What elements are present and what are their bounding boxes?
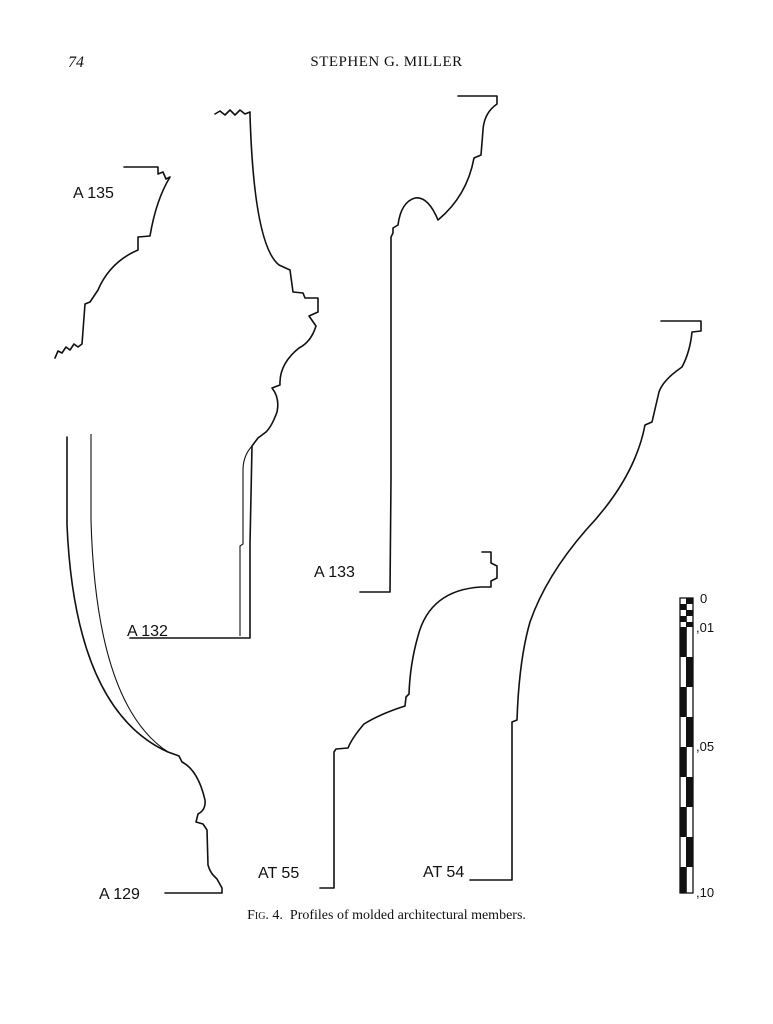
profile-a132-inner [239, 445, 253, 636]
profile-a132 [129, 109, 319, 639]
scale-sub-4 [680, 616, 686, 622]
profile-at54 [469, 320, 702, 881]
scale-seg-6 [686, 777, 693, 807]
scale-label-10: ,10 [696, 885, 714, 900]
label-at54: AT 54 [423, 864, 464, 881]
scale-bar: 0 ,01 ,05 ,10 [679, 591, 714, 900]
scale-seg-3 [680, 687, 686, 717]
label-a133: A 133 [314, 564, 355, 581]
scale-label-01: ,01 [696, 620, 714, 635]
scale-seg-7 [680, 807, 686, 837]
scale-sub-3 [686, 610, 693, 616]
scale-sub-1 [686, 598, 693, 604]
profile-a135 [54, 166, 171, 359]
label-a132: A 132 [127, 623, 168, 640]
label-at55: AT 55 [258, 865, 299, 882]
profile-a129-inner [90, 434, 169, 753]
scale-seg-8 [686, 837, 693, 867]
running-head: STEPHEN G. MILLER [310, 54, 463, 70]
scale-seg-1 [680, 627, 686, 657]
label-a129: A 129 [99, 886, 140, 903]
scale-seg-4 [686, 717, 693, 747]
scale-seg-9 [680, 867, 686, 893]
profile-at55 [319, 551, 498, 889]
caption-text: Profiles of molded architectural members… [289, 908, 526, 923]
page-number: 74 [68, 54, 84, 71]
profile-a129 [66, 436, 223, 894]
figure-caption: Fig. 4. Profiles of molded architectural… [0, 908, 773, 924]
scale-label-05: ,05 [696, 739, 714, 754]
label-a135: A 135 [73, 185, 114, 202]
scale-sub-5 [686, 622, 693, 627]
scale-seg-2 [686, 657, 693, 687]
scale-sub-2 [680, 604, 686, 610]
scale-seg-5 [680, 747, 686, 777]
caption-label: Fig. 4. [247, 908, 283, 923]
scale-label-0: 0 [700, 591, 707, 606]
profile-a133 [359, 95, 498, 593]
